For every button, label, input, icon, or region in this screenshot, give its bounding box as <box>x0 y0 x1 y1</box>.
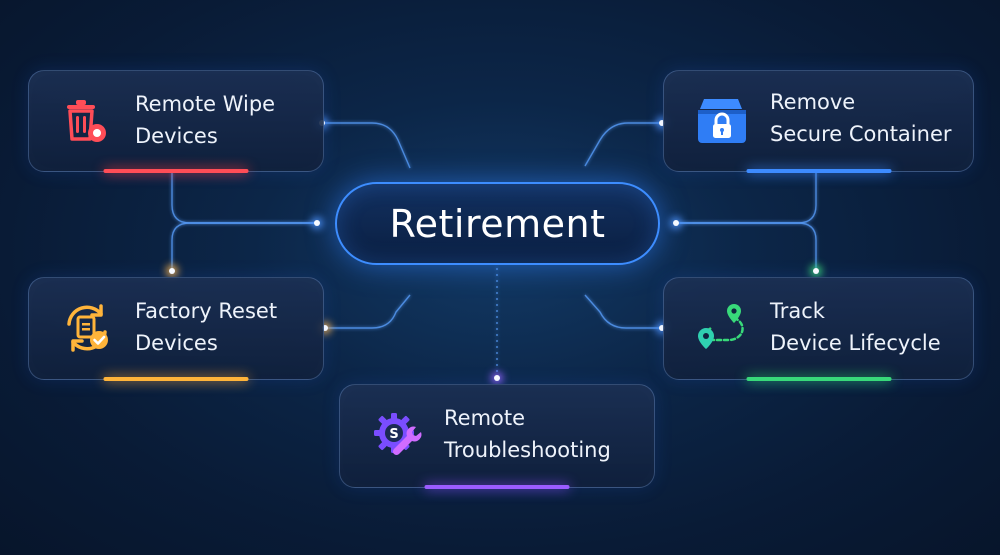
connector-remote-wipe-side <box>171 172 318 224</box>
accent-bar <box>103 377 249 381</box>
svg-text:S: S <box>389 427 398 442</box>
accent-bar <box>746 169 891 173</box>
node-label-line1: Track <box>770 299 825 323</box>
connector-track-side <box>676 222 817 272</box>
connector-container-side <box>676 172 817 224</box>
node-label: Remote Wipe Devices <box>135 88 275 152</box>
connector-dot <box>169 268 175 274</box>
connector-dot <box>322 325 328 331</box>
connector-dot <box>314 220 320 226</box>
connector-dot <box>659 325 665 331</box>
connector-container-top <box>584 122 662 167</box>
connector-factory-side <box>171 222 318 272</box>
accent-bar <box>746 377 891 381</box>
connector-track-bottom <box>584 294 662 329</box>
center-node-retirement: Retirement <box>335 182 660 265</box>
node-label: Track Device Lifecycle <box>770 295 941 359</box>
node-label-line2: Troubleshooting <box>444 438 611 462</box>
node-track-device-lifecycle[interactable]: Track Device Lifecycle <box>663 277 974 381</box>
center-title: Retirement <box>389 201 606 246</box>
reset-cycle-icon <box>59 300 115 356</box>
accent-bar <box>424 485 570 489</box>
lock-container-icon <box>694 93 750 149</box>
node-label: Remove Secure Container <box>770 86 952 150</box>
node-label-line2: Devices <box>135 331 218 355</box>
node-label-line2: Secure Container <box>770 122 952 146</box>
node-label-line2: Device Lifecycle <box>770 331 941 355</box>
accent-bar <box>103 169 249 173</box>
connector-dot <box>659 120 665 126</box>
trash-icon <box>59 93 115 149</box>
connector-remote-wipe-top <box>324 122 411 169</box>
node-label-line1: Remove <box>770 90 856 114</box>
node-factory-reset[interactable]: Factory Reset Devices <box>28 277 324 381</box>
node-label-line2: Devices <box>135 124 218 148</box>
node-label-line1: Factory Reset <box>135 299 278 323</box>
node-label-line1: Remote Wipe <box>135 92 276 116</box>
connector-factory-bottom <box>326 294 411 329</box>
connector-dot <box>673 220 679 226</box>
node-label: Factory Reset Devices <box>135 295 277 359</box>
node-label: Remote Troubleshooting <box>444 402 611 466</box>
node-label-line1: Remote <box>444 406 526 430</box>
gear-wrench-icon: S <box>370 407 426 463</box>
map-pin-route-icon <box>694 300 750 356</box>
node-remote-troubleshooting[interactable]: S Remote Troubleshooting <box>339 384 655 489</box>
node-remove-secure-container[interactable]: Remove Secure Container <box>663 70 974 173</box>
node-remote-wipe[interactable]: Remote Wipe Devices <box>28 70 324 173</box>
connector-dot <box>813 268 819 274</box>
connector-dot <box>494 375 500 381</box>
